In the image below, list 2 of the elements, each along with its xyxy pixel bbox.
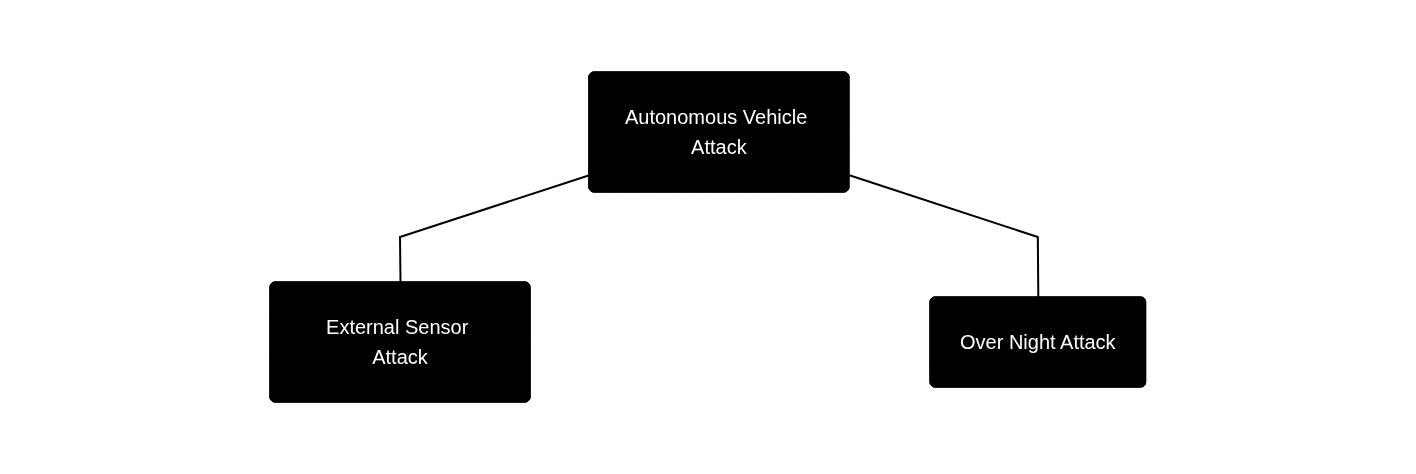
connector (848, 174, 1040, 299)
connector (399, 174, 591, 284)
